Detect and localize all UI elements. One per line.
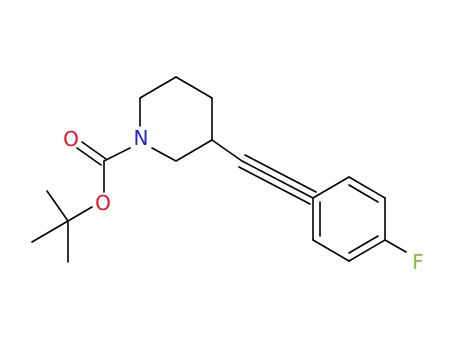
bond: [238, 166, 311, 205]
alkyne-linker: [211, 139, 317, 205]
ester-oxygen-label: O: [95, 191, 111, 215]
fluorine-atom-label: F: [412, 250, 424, 274]
bond: [67, 206, 93, 222]
bond: [139, 76, 177, 99]
bond: [31, 220, 69, 243]
bond: [151, 147, 177, 162]
bond: [244, 154, 317, 193]
bond: [348, 176, 386, 199]
bond: [175, 76, 213, 99]
piperidine-ring: [139, 76, 213, 162]
nitrogen-atom-label: N: [134, 126, 149, 150]
bond: [348, 239, 386, 262]
bond: [211, 139, 243, 162]
bond: [103, 147, 131, 162]
bond: [76, 147, 102, 166]
bond: [312, 239, 350, 262]
bond: [81, 141, 107, 160]
bond: [46, 190, 69, 222]
bond: [348, 184, 379, 203]
bond: [312, 176, 350, 199]
fluorophenyl-ring: [312, 176, 407, 262]
bond: [175, 139, 213, 162]
bond: [348, 235, 379, 254]
carbonyl-oxygen-label: O: [63, 127, 79, 151]
bond: [241, 160, 314, 199]
boc-group: [31, 141, 131, 263]
bond: [384, 239, 407, 253]
